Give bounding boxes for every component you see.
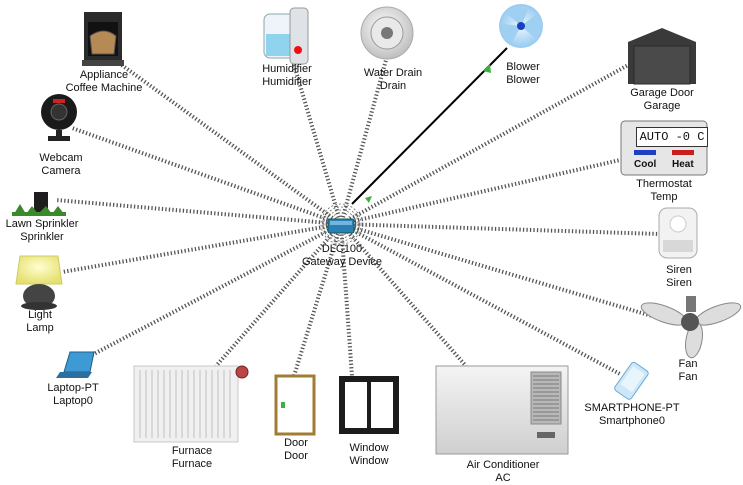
wireless-link-coffee[interactable] bbox=[110, 56, 343, 226]
device-type: Light bbox=[28, 309, 52, 321]
coffee-machine-icon[interactable] bbox=[82, 12, 124, 66]
thermostat-cool-button[interactable]: Cool bbox=[634, 159, 657, 170]
device-type: Garage Door bbox=[630, 87, 694, 99]
wireless-link-ac[interactable] bbox=[339, 222, 468, 368]
wireless-link-siren[interactable] bbox=[340, 222, 661, 236]
device-type: Laptop-PT bbox=[47, 382, 99, 394]
blower-icon[interactable] bbox=[499, 4, 543, 48]
device-name: Furnace bbox=[171, 458, 213, 470]
device-name: Siren bbox=[666, 277, 692, 289]
connection-links bbox=[55, 56, 661, 377]
device-type: Furnace bbox=[171, 445, 213, 457]
device-name: Lamp bbox=[26, 322, 54, 334]
device-type: Fan bbox=[678, 358, 698, 370]
furnace-icon[interactable] bbox=[133, 365, 249, 443]
device-label-smartphone: SMARTPHONE-PT Smartphone0 bbox=[584, 402, 679, 428]
wireless-link-lamp[interactable] bbox=[61, 222, 342, 274]
gateway-icon[interactable] bbox=[327, 218, 355, 234]
device-type: Window bbox=[349, 442, 389, 454]
device-type: Door bbox=[284, 437, 308, 449]
device-type: Air Conditioner bbox=[466, 459, 540, 471]
link-status-up-icon bbox=[483, 64, 491, 73]
gateway-type: DLC100 bbox=[321, 243, 363, 255]
device-label-window: Window Window bbox=[349, 442, 388, 468]
device-name: Door bbox=[284, 450, 308, 462]
device-name: Garage bbox=[643, 100, 681, 112]
device-type: Water Drain bbox=[363, 67, 423, 79]
device-type: Appliance bbox=[79, 69, 129, 81]
wireless-link-webcam[interactable] bbox=[71, 126, 342, 226]
device-label-furnace: Furnace Furnace bbox=[172, 445, 212, 471]
device-label-fan: Fan Fan bbox=[679, 358, 698, 384]
device-label-ac: Air Conditioner AC bbox=[467, 459, 540, 485]
device-label-thermostat: Thermostat Temp bbox=[636, 178, 692, 204]
device-name: Window bbox=[349, 455, 389, 467]
smartphone-icon[interactable] bbox=[613, 361, 649, 400]
webcam-icon[interactable] bbox=[41, 94, 77, 141]
wireless-link-thermostat[interactable] bbox=[340, 158, 621, 226]
wireless-signal-ring bbox=[320, 203, 362, 245]
device-type: Thermostat bbox=[636, 178, 692, 190]
device-name: Drain bbox=[379, 80, 407, 92]
gateway-name: Gateway Device bbox=[301, 256, 383, 268]
wireless-link-furnace[interactable] bbox=[214, 222, 343, 368]
device-type: Webcam bbox=[39, 152, 83, 164]
device-type: Blower bbox=[506, 61, 540, 73]
wireless-link-smartphone[interactable] bbox=[340, 222, 621, 376]
wireless-link-drain[interactable] bbox=[339, 59, 388, 225]
device-label-drain: Water Drain Drain bbox=[364, 67, 422, 93]
device-label-siren: Siren Siren bbox=[666, 264, 692, 290]
wireless-signal-ring bbox=[326, 209, 356, 239]
thermostat-display: AUTO -0 C bbox=[636, 127, 708, 147]
laptop-icon[interactable] bbox=[56, 351, 95, 378]
device-type: Humidifier bbox=[262, 63, 312, 75]
wireless-signal-ring bbox=[323, 206, 359, 242]
door-icon[interactable] bbox=[274, 374, 316, 436]
wired-link-blower[interactable] bbox=[351, 47, 508, 205]
window-icon[interactable] bbox=[339, 376, 399, 434]
device-name: Camera bbox=[41, 165, 81, 177]
lamp-icon[interactable] bbox=[15, 255, 63, 310]
device-type: Lawn Sprinkler bbox=[5, 218, 79, 230]
device-type: SMARTPHONE-PT bbox=[584, 402, 680, 414]
air-conditioner-icon[interactable] bbox=[435, 365, 569, 455]
device-name: AC bbox=[495, 472, 511, 484]
device-label-laptop: Laptop-PT Laptop0 bbox=[47, 382, 98, 408]
device-name: Smartphone0 bbox=[598, 415, 666, 427]
device-label-door: Door Door bbox=[284, 437, 308, 463]
device-name: Blower bbox=[506, 74, 540, 86]
device-name: Laptop0 bbox=[53, 395, 93, 407]
gateway-label: DLC100 Gateway Device bbox=[302, 243, 382, 269]
device-label-lamp: Light Lamp bbox=[26, 309, 54, 335]
device-label-humidifier: Humidifier Humidifier bbox=[262, 63, 312, 89]
device-label-garage: Garage Door Garage bbox=[630, 87, 694, 113]
device-name: Fan bbox=[678, 371, 698, 383]
device-name: Temp bbox=[650, 191, 678, 203]
device-label-coffee: Appliance Coffee Machine bbox=[66, 69, 143, 95]
thermostat-heat-button[interactable]: Heat bbox=[672, 159, 694, 170]
garage-door-icon[interactable] bbox=[628, 28, 696, 85]
device-name: Humidifier bbox=[262, 76, 312, 88]
device-name: Sprinkler bbox=[20, 231, 64, 243]
water-drain-icon[interactable] bbox=[360, 6, 414, 60]
device-name: Coffee Machine bbox=[65, 82, 143, 94]
link-status-up-icon bbox=[365, 196, 372, 203]
device-label-sprinkler: Lawn Sprinkler Sprinkler bbox=[6, 218, 79, 244]
wireless-link-window[interactable] bbox=[339, 223, 354, 377]
wireless-link-garage[interactable] bbox=[340, 62, 631, 226]
device-label-webcam: Webcam Camera bbox=[39, 152, 82, 178]
device-type: Siren bbox=[666, 264, 692, 276]
wireless-link-sprinkler[interactable] bbox=[55, 198, 342, 226]
wireless-link-fan[interactable] bbox=[340, 222, 653, 318]
device-label-blower: Blower Blower bbox=[506, 61, 540, 87]
sprinkler-icon[interactable] bbox=[12, 192, 66, 216]
siren-icon[interactable] bbox=[658, 207, 698, 259]
humidifier-icon[interactable] bbox=[263, 7, 309, 65]
ceiling-fan-icon[interactable] bbox=[639, 296, 743, 359]
wireless-link-humidifier[interactable] bbox=[290, 57, 343, 225]
